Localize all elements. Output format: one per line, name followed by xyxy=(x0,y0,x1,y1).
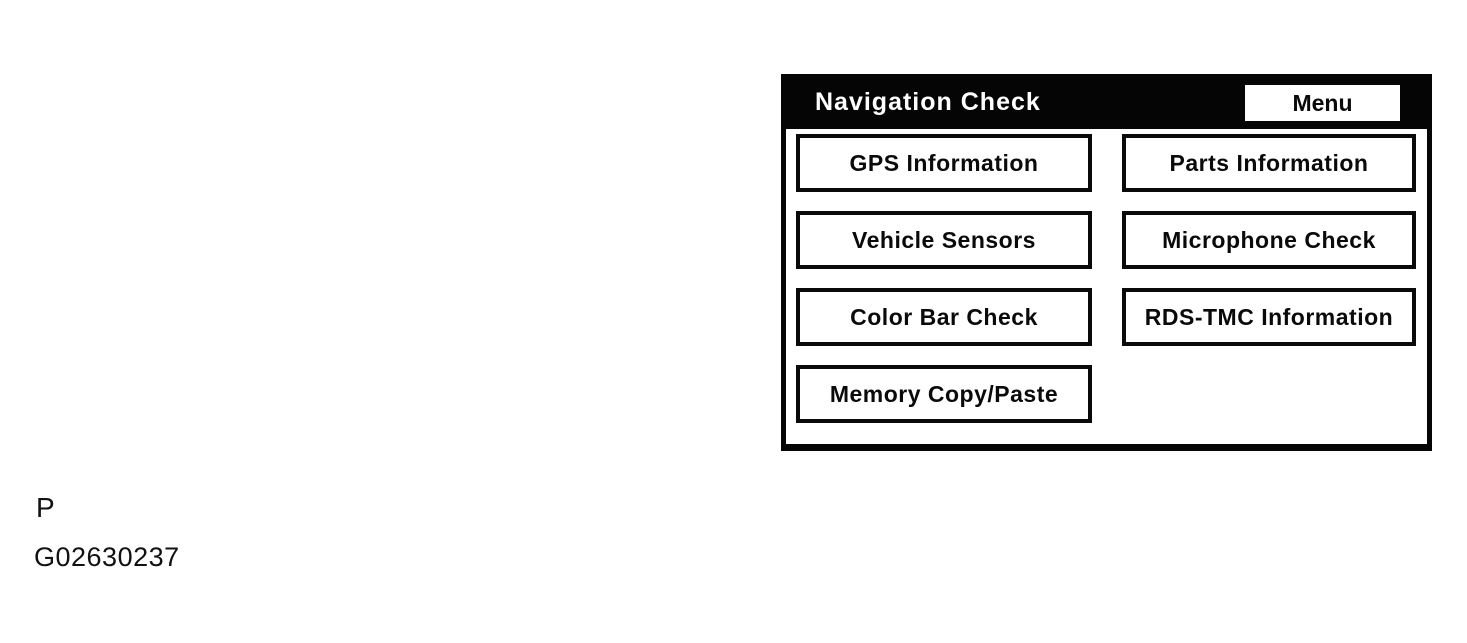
memory-copy-paste-button[interactable]: Memory Copy/Paste xyxy=(796,365,1092,423)
parts-information-button[interactable]: Parts Information xyxy=(1122,134,1416,192)
navigation-check-panel: Navigation Check Menu GPS Information Pa… xyxy=(781,74,1432,451)
color-bar-check-button[interactable]: Color Bar Check xyxy=(796,288,1092,346)
menu-button[interactable]: Menu xyxy=(1245,85,1400,121)
vehicle-sensors-button[interactable]: Vehicle Sensors xyxy=(796,211,1092,269)
figure-id: G02630237 xyxy=(34,542,180,572)
panel-title: Navigation Check xyxy=(815,88,1041,116)
microphone-check-button[interactable]: Microphone Check xyxy=(1122,211,1416,269)
gps-information-button[interactable]: GPS Information xyxy=(796,134,1092,192)
figure-caption-letter: P xyxy=(36,492,55,523)
title-bar: Navigation Check Menu xyxy=(781,74,1432,129)
rds-tmc-information-button[interactable]: RDS-TMC Information xyxy=(1122,288,1416,346)
